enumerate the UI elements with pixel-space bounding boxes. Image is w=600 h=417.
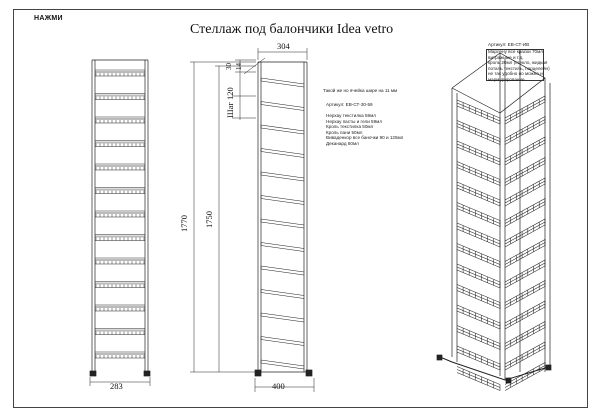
iso-shelf xyxy=(456,341,546,371)
isometric-view xyxy=(436,50,552,391)
iso-wheel xyxy=(545,364,552,371)
front-shelf-group xyxy=(95,69,145,359)
desc1-line: Марлену все краски 70мл xyxy=(488,49,543,54)
iso-shelf xyxy=(456,321,546,350)
side-shelf xyxy=(260,289,305,299)
front-shelf xyxy=(95,257,145,265)
desc1-line: витражные и т.д. xyxy=(488,54,524,60)
corner-label[interactable]: НАЖМИ xyxy=(34,15,63,22)
desc2-line: Деканард 60мл xyxy=(326,140,359,146)
side-shelf-group xyxy=(260,77,305,370)
dim-label-30: 30 xyxy=(225,63,233,70)
iso-shelf xyxy=(456,300,546,330)
side-dimensions xyxy=(190,48,315,392)
note-box xyxy=(486,49,544,81)
iso-shelf xyxy=(456,259,546,289)
side-shelf xyxy=(260,242,305,252)
side-shelf xyxy=(260,336,305,346)
desc2-line: Нерхау текстилка 59мл xyxy=(326,113,376,118)
dim-label-step: Шаг 120 xyxy=(225,87,235,118)
dim-label-1770: 1770 xyxy=(179,215,189,232)
iso-shelf xyxy=(456,218,546,248)
iso-shelf xyxy=(456,136,546,166)
dim-label-400: 400 xyxy=(272,381,285,391)
same-note: Такой же но ячейка шире на 11 мм xyxy=(323,88,398,93)
front-shelf xyxy=(95,163,145,171)
iso-wheel xyxy=(505,377,512,384)
iso-shelf xyxy=(456,198,546,227)
iso-shelf xyxy=(456,177,546,207)
iso-shelf xyxy=(456,239,546,268)
iso-wheel xyxy=(436,354,443,361)
side-shelf xyxy=(260,265,305,276)
desc1-line: поталь текстиль, порцелейн) xyxy=(488,65,550,71)
desc2-line: Нерхау пасты и гели 59мл xyxy=(326,118,383,124)
iso-shelf xyxy=(456,95,546,125)
side-shelf xyxy=(260,124,305,135)
dim-label-1750: 1750 xyxy=(204,211,214,228)
article-1: Артикул: ЕВ-СТ-ИВ xyxy=(488,42,530,47)
iso-shelf xyxy=(456,157,546,186)
desc1-line: кроль 20мл (стекло, жидкая xyxy=(488,60,548,66)
front-shelf xyxy=(95,69,145,77)
front-shelf xyxy=(95,187,145,194)
front-shelf xyxy=(95,234,145,241)
side-view xyxy=(254,61,313,377)
article-2: Артикул: ЕВ-СТ-30-59 xyxy=(326,102,373,107)
desc1-line: не так удобно но можно и xyxy=(488,71,543,77)
desc1-line: мармурирование xyxy=(488,76,525,82)
iso-shelf xyxy=(456,280,546,309)
front-shelf xyxy=(95,304,145,312)
side-shelf xyxy=(260,148,305,158)
front-shelf xyxy=(95,351,145,359)
front-shelf xyxy=(95,93,145,100)
dim-label-14: 14 xyxy=(235,63,243,70)
dim-label-283: 283 xyxy=(110,381,123,391)
iso-top xyxy=(451,52,546,114)
iso-shelf xyxy=(456,362,546,391)
dim-width-front xyxy=(89,377,151,386)
side-shelf xyxy=(260,218,305,229)
iso-base xyxy=(439,356,511,381)
desc2-line: Кроль текстилка 50мл xyxy=(326,124,374,130)
side-shelf xyxy=(260,101,305,111)
desc2-line: Виваденкор все баночки 90 и 125мл xyxy=(326,135,404,141)
front-shelf xyxy=(95,140,145,147)
front-shelf xyxy=(95,116,145,124)
side-shelf xyxy=(260,77,305,88)
iso-shelf xyxy=(456,116,546,145)
drawing-title: Стеллаж под балончики Idea vetro xyxy=(190,22,394,37)
front-view xyxy=(89,59,151,377)
desc2-line: Кроль пани 50мл xyxy=(326,129,363,135)
side-shelf xyxy=(260,195,305,205)
sheet-frame xyxy=(13,9,588,408)
description-1: Марлену все краски 70мл витражные и т.д.… xyxy=(488,49,550,83)
front-shelf xyxy=(95,210,145,218)
side-shelf xyxy=(260,312,305,323)
front-shelf xyxy=(95,328,145,335)
side-shelf xyxy=(260,359,305,370)
side-shelf xyxy=(260,171,305,182)
dim-label-304: 304 xyxy=(277,41,290,51)
front-shelf xyxy=(95,281,145,288)
description-2: Нерхау текстилка 59мл Нерхау пасты и гел… xyxy=(326,113,403,147)
